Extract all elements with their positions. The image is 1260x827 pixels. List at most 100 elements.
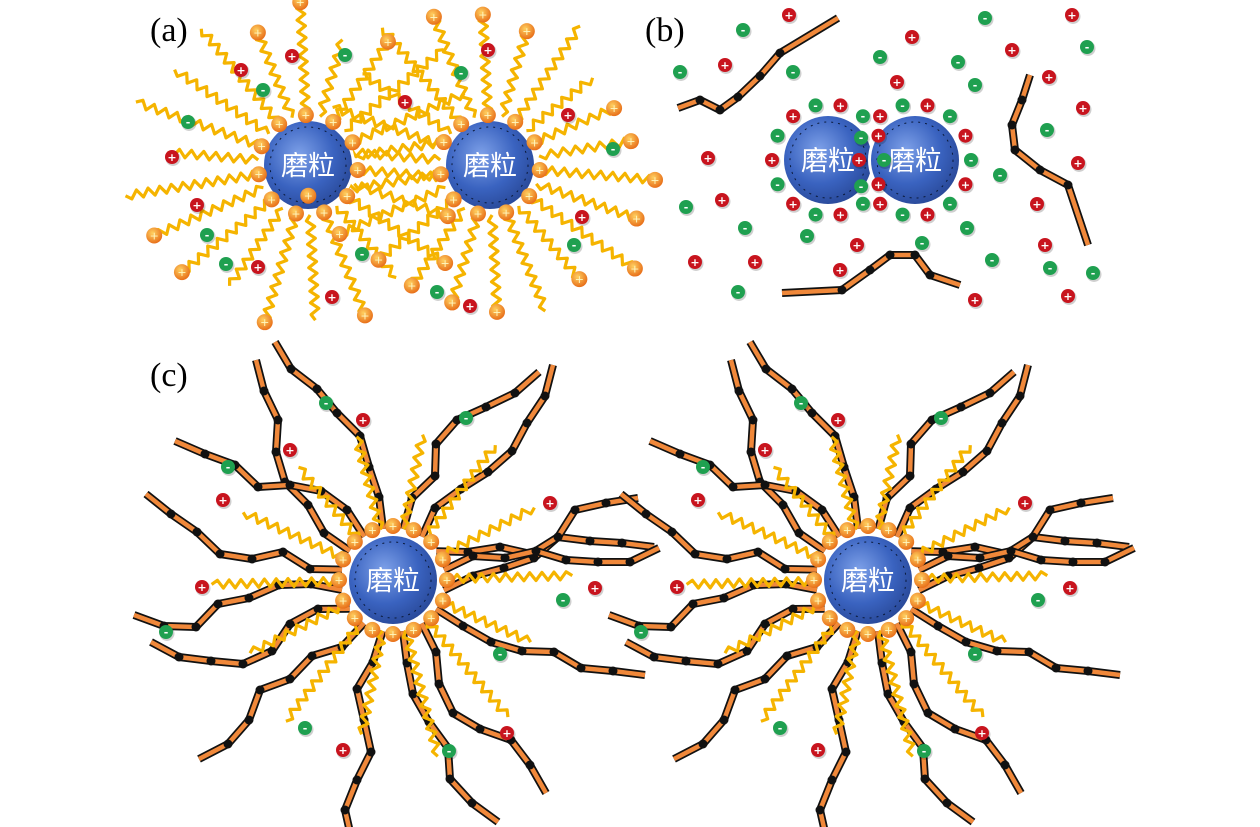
- surfactant-head: +: [287, 205, 304, 222]
- polymer-joint: [649, 652, 659, 662]
- surfactant-chain: [450, 212, 480, 304]
- polymer-chain: [436, 495, 639, 557]
- polymer-joint: [267, 646, 277, 656]
- polymer-joint: [285, 480, 295, 490]
- polymer-joint: [841, 747, 851, 757]
- head-charge-label: +: [535, 164, 544, 177]
- cation: +: [958, 177, 974, 194]
- polymer-joint: [780, 564, 790, 574]
- ion-ball: [251, 260, 265, 274]
- surfactant-head-ball: [287, 205, 304, 222]
- cation: +: [195, 580, 211, 596]
- ion-ball: [459, 411, 473, 425]
- polymer-chain: [909, 607, 1121, 678]
- ion-sign: +: [672, 581, 681, 594]
- ion-sign: -: [799, 397, 804, 410]
- head-charge-label: +: [449, 193, 458, 206]
- ion-sign: +: [977, 727, 986, 740]
- polymer-joint: [775, 48, 785, 58]
- surfactant-head: +: [909, 592, 926, 609]
- head-charge-label: +: [478, 9, 487, 22]
- polymer-joint: [746, 447, 756, 457]
- anion: -: [855, 196, 872, 213]
- particle-label: 磨粒: [463, 151, 517, 182]
- surfactant-head-ball: [626, 260, 643, 277]
- anion: -: [1086, 266, 1102, 282]
- anion: -: [454, 66, 470, 82]
- surfactant-head-ball: [356, 307, 373, 324]
- surfactant-head: +: [364, 522, 381, 539]
- anion: -: [679, 200, 695, 216]
- head-charge-label: +: [383, 36, 392, 49]
- ion-sign: -: [639, 626, 644, 639]
- ion-sign: -: [741, 24, 746, 37]
- polymer-joint: [1092, 538, 1102, 548]
- ion-sign: +: [703, 152, 712, 165]
- polymer-joint: [956, 402, 966, 412]
- head-charge-label: +: [443, 210, 452, 223]
- ion-ball: [575, 210, 589, 224]
- surfactant-head-ball: [250, 166, 267, 183]
- ion-ball: [567, 238, 581, 252]
- surfactant-head-ball: [403, 277, 420, 294]
- head-charge-label: +: [913, 595, 922, 608]
- cation: +: [543, 496, 559, 512]
- polymer-joint: [475, 724, 485, 734]
- head-charge-label: +: [267, 193, 276, 206]
- cation: +: [285, 49, 301, 65]
- head-charge-label: +: [257, 140, 266, 153]
- surfactant-chain: [181, 197, 272, 274]
- ion-sign: -: [498, 648, 503, 661]
- surfactant-head-ball: [821, 533, 838, 550]
- polymer-joint: [553, 532, 563, 542]
- ion-ball: [1038, 238, 1052, 252]
- polymer-joint: [285, 674, 295, 684]
- ion-sign: +: [717, 194, 726, 207]
- polymer-joint: [1060, 536, 1070, 546]
- ion-ball: [890, 75, 904, 89]
- anion: -: [696, 460, 712, 476]
- ion-ball: [993, 168, 1007, 182]
- surfactant-head-ball: [300, 187, 317, 204]
- anion: -: [917, 744, 933, 760]
- ion-ball: [715, 193, 729, 207]
- polymer-joint: [285, 619, 295, 629]
- particle-body: [871, 116, 959, 204]
- ion-sign: -: [343, 49, 348, 62]
- polymer-joint: [247, 554, 257, 564]
- ion-ball: [738, 221, 752, 235]
- ion-ball: [968, 647, 982, 661]
- polymer-joint: [522, 418, 532, 428]
- surfactant-head: +: [271, 116, 288, 133]
- surfactant-chain: [410, 206, 466, 286]
- surfactant-head-ball: [437, 255, 454, 272]
- ion-ball: [934, 411, 948, 425]
- cation: +: [718, 58, 734, 74]
- polymer-joint: [817, 505, 827, 515]
- surfactant-head-ball: [806, 572, 822, 588]
- head-charge-label: +: [260, 316, 269, 329]
- anion: -: [964, 153, 980, 169]
- cation: +: [500, 726, 516, 742]
- cation: +: [786, 109, 802, 126]
- cation: +: [588, 581, 604, 597]
- polymer-chain: [174, 438, 367, 538]
- ion-sign: +: [483, 44, 492, 57]
- polymer-joint: [1100, 557, 1110, 567]
- surfactant-head-ball: [444, 294, 461, 311]
- anion: -: [200, 228, 216, 244]
- polymer-joint: [827, 684, 837, 694]
- surfactant-head-ball: [839, 621, 856, 638]
- surfactant-chain: [503, 211, 547, 313]
- polymer-joint: [920, 774, 930, 784]
- ion-ball: [670, 580, 684, 594]
- polymer-joint: [906, 439, 916, 449]
- cation: +: [748, 255, 764, 271]
- head-charge-label: +: [825, 536, 834, 549]
- head-charge-label: +: [429, 11, 438, 24]
- ion-ball: [1061, 289, 1075, 303]
- ion-sign: +: [545, 497, 554, 510]
- ion-ball: [975, 726, 989, 740]
- polymer-joint: [430, 471, 440, 481]
- polymer-joint: [925, 270, 935, 280]
